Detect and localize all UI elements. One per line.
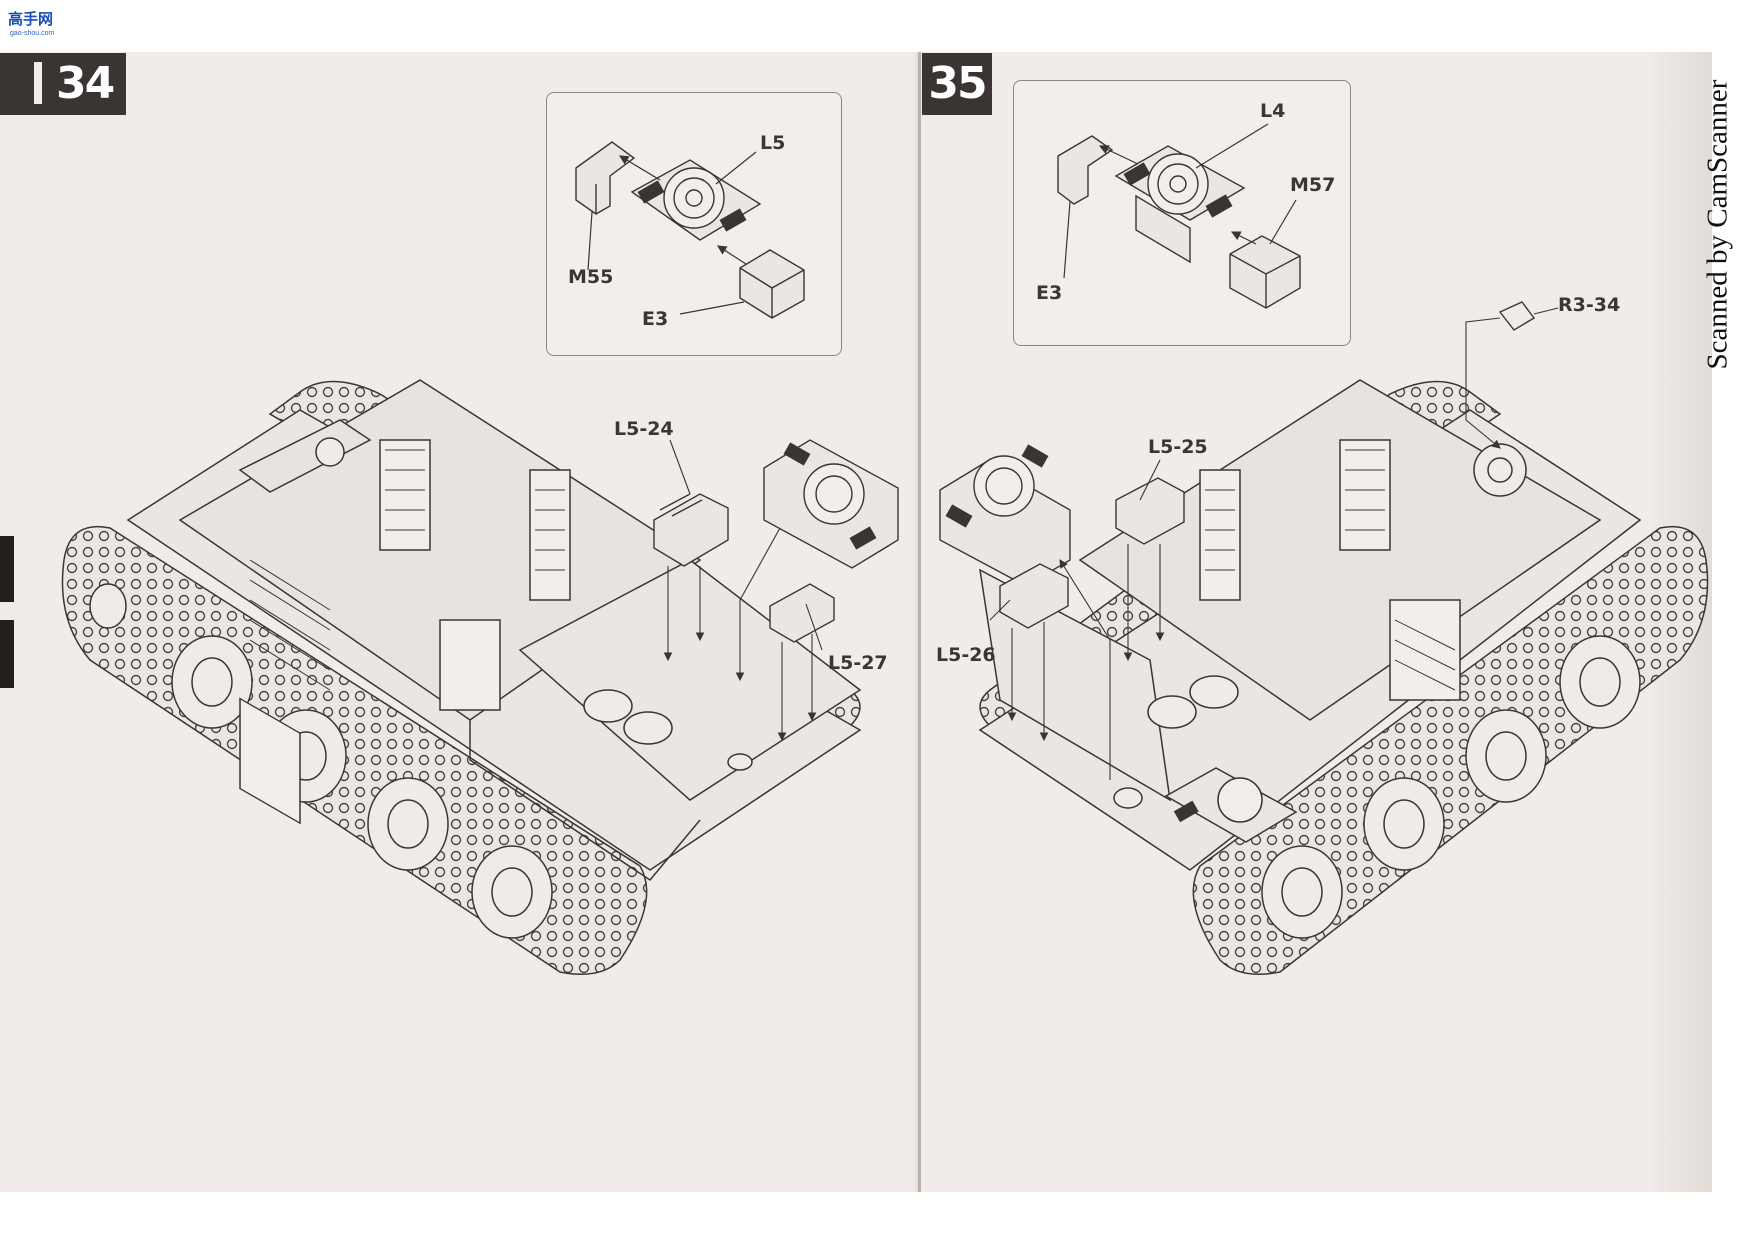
inset-34-parts [575, 141, 805, 319]
site-logo: 高手网 gao-shou.com [8, 10, 55, 37]
label-l5: L5 [760, 132, 786, 154]
label-e3-right: E3 [1036, 282, 1063, 304]
step-number-34: 34 [0, 53, 126, 115]
label-l5-26: L5-26 [936, 644, 996, 666]
booklet-spine [918, 52, 921, 1192]
label-e3-left: E3 [642, 308, 669, 330]
spine-shadow [912, 52, 918, 1192]
step-badge-page-edge [34, 62, 42, 104]
scanner-watermark: Scanned by CamScanner [1700, 64, 1736, 384]
edge-mark-top [0, 536, 14, 602]
logo-text: 高手网 [8, 10, 53, 28]
label-l5-24: L5-24 [614, 418, 674, 440]
label-m57: M57 [1290, 174, 1336, 196]
label-m55: M55 [568, 266, 614, 288]
inset-35-parts [1057, 135, 1301, 309]
vehicle-step-35 [978, 379, 1709, 975]
watermark-text: Scanned by CamScanner [1701, 79, 1734, 369]
step-number-35: 35 [922, 53, 992, 115]
vehicle-step-34 [61, 379, 862, 975]
edge-mark-bottom [0, 620, 14, 688]
label-l4: L4 [1260, 100, 1286, 122]
label-l5-25: L5-25 [1148, 436, 1208, 458]
label-r3-34: R3-34 [1558, 294, 1621, 316]
label-l5-27: L5-27 [828, 652, 888, 674]
logo-url: gao-shou.com [10, 30, 55, 37]
